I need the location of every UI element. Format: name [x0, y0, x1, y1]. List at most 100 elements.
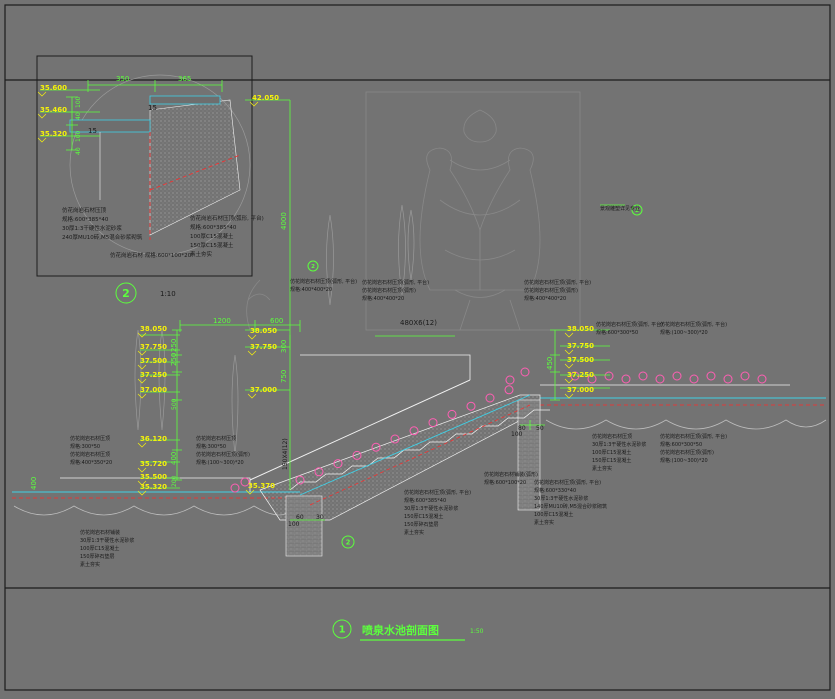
note-mid-right: 仿花岗岩石材压顶(弧形)	[524, 287, 578, 294]
detail-note-left: 仿花岗岩石材压顶	[62, 206, 107, 214]
dim-4000: 4000	[280, 212, 288, 230]
dim-400: 400	[30, 477, 38, 490]
callout-ref-planter-number: 2	[311, 264, 315, 270]
note-left-wall2: 规格:300*50	[196, 443, 226, 450]
note-right-wall: 仿花岗岩石材压顶	[592, 433, 632, 440]
dim-30: 30	[316, 514, 324, 521]
note-bottom-right: 140厚MU10砖,M5混合砂浆砌筑	[534, 503, 607, 510]
flower-symbol	[757, 374, 767, 384]
detail-note-left: 规格:600*385*40	[62, 215, 109, 223]
note-right-top: 仿花岗岩石材压顶(弧形, 平台)	[596, 321, 663, 328]
dim-side: 40	[75, 147, 82, 155]
title-number-circle[interactable]	[332, 619, 352, 639]
flower-symbol	[638, 371, 648, 381]
flower-symbol	[447, 409, 457, 419]
elevation-marker	[564, 332, 574, 338]
flower-symbol	[371, 442, 381, 452]
detail-note-right: 仿花岗岩石材压顶(弧形, 平台)	[190, 214, 264, 222]
elevation-marker	[137, 442, 147, 448]
callout-ref-sculpture[interactable]	[631, 204, 643, 216]
elevation-marker	[137, 490, 147, 496]
dim-365: 365	[178, 75, 191, 83]
detail-note-right: 规格:600*385*40	[190, 223, 237, 231]
elevation-label: 36.120	[140, 435, 167, 443]
note-bottom-center: 素土夯实	[404, 529, 424, 536]
note-bottom-right: 100厚C15混凝土	[534, 511, 573, 518]
dim-300: 300	[280, 340, 288, 353]
detail-callout-circle[interactable]	[115, 282, 137, 304]
dim-400: 400	[170, 452, 178, 465]
dim-15: 15	[88, 127, 97, 135]
dim-750: 750	[280, 370, 288, 383]
elevation-marker	[137, 364, 147, 370]
note-left-wall2: 规格:(100~300)*20	[196, 459, 244, 466]
flower-symbol	[485, 393, 495, 403]
elevation-label: 38.050	[140, 325, 167, 333]
note-bottom-center: 30厚1:3干硬性水泥砂浆	[404, 505, 458, 512]
note-bottom-right: 30厚1:3干硬性水泥砂浆	[534, 495, 588, 502]
note-left-wall2: 仿花岗岩石材压顶(弧形)	[196, 451, 250, 458]
drawing-title: 喷泉水池剖面图	[362, 623, 439, 637]
sculpture-outline	[246, 91, 581, 331]
note-bottom-center: 仿花岗岩石材压顶(弧形, 平台)	[404, 489, 471, 496]
elevation-label: 35.600	[40, 84, 67, 92]
title-number-circle-number: 1	[339, 625, 346, 636]
note-right-wall2: 仿花岗岩石材压顶(弧形, 平台)	[660, 433, 727, 440]
elevation-marker	[249, 101, 259, 107]
elevation-label: 37.250	[140, 371, 167, 379]
elevation-label: 35.320	[140, 483, 167, 491]
note-left-wall: 仿花岗岩石材压顶	[70, 451, 110, 458]
note-mid-right: 仿花岗岩石材压顶(弧形, 平台)	[524, 279, 591, 286]
dim-steps-vertical: 150X4(12)	[282, 438, 289, 470]
elevation-label: 38.050	[567, 325, 594, 333]
detail-scale: 1:10	[160, 290, 176, 298]
elevation-marker	[137, 467, 147, 473]
callout-ref-basin[interactable]	[341, 535, 355, 549]
note-step: 仿花岗岩石材铺装(弧形)	[484, 471, 538, 478]
note-left-wall2: 仿花岗岩石材压顶	[196, 435, 236, 442]
flower-symbol	[689, 374, 699, 384]
elevation-label: 37.000	[567, 386, 594, 394]
note-mid-center: 仿花岗岩石材压顶(弧形, 平台)	[362, 279, 429, 286]
elevation-label: 37.000	[140, 386, 167, 394]
note-mid-left: 仿花岗岩石材压顶(弧形, 平台)	[290, 278, 357, 285]
note-right-top2: 规格:(100~300)*20	[660, 329, 708, 336]
callout-ref-sculpture-number: 2	[635, 208, 639, 214]
elevation-marker	[247, 350, 257, 356]
detail-note-right: 100厚C15混凝土	[190, 232, 234, 240]
note-left-wall: 规格:400*350*20	[70, 459, 112, 466]
note-left-wall: 规格:300*50	[70, 443, 100, 450]
callout-ref-planter[interactable]	[307, 260, 319, 272]
flower-symbol	[604, 371, 614, 381]
elevation-marker	[37, 113, 47, 119]
drawing-scale: 1:50	[470, 628, 484, 635]
note-bottom-right: 仿花岗岩石材压顶(弧形, 平台)	[534, 479, 601, 486]
note-mid-center: 仿花岗岩石材压顶(弧形)	[362, 287, 416, 294]
dim-steps: 480X6(12)	[400, 319, 437, 327]
flower-symbol	[295, 475, 305, 485]
elevation-label: 35.460	[40, 106, 67, 114]
note-right-top2: 仿花岗岩石材压顶(弧形, 平台)	[660, 321, 727, 328]
note-bottom-right: 规格:600*330*40	[534, 487, 576, 494]
dim-250: 250	[170, 353, 178, 366]
note-bottom-right: 素土夯实	[534, 519, 554, 526]
flower-symbol	[740, 371, 750, 381]
dim-200: 200	[171, 475, 178, 487]
flower-bed	[230, 367, 767, 493]
note-bottom-left: 仿花岗岩石材铺装	[80, 529, 120, 536]
elevation-marker	[137, 480, 147, 486]
dim-350: 350	[116, 75, 129, 83]
dim-1200: 1200	[213, 317, 231, 325]
note-sculpture: 景观雕塑详见专业	[600, 205, 640, 212]
note-mid-center: 规格:400*400*20	[362, 295, 404, 302]
dim-500: 500	[171, 398, 178, 410]
elevation-label: 37.750	[567, 342, 594, 350]
elevation-marker	[137, 393, 147, 399]
note-step: 规格:600*100*20	[484, 479, 526, 486]
elevation-marker	[247, 334, 257, 340]
flower-symbol	[230, 483, 240, 493]
flower-symbol	[240, 477, 250, 487]
flower-symbol	[520, 367, 530, 377]
note-right-top: 规格:600*300*50	[596, 329, 638, 336]
